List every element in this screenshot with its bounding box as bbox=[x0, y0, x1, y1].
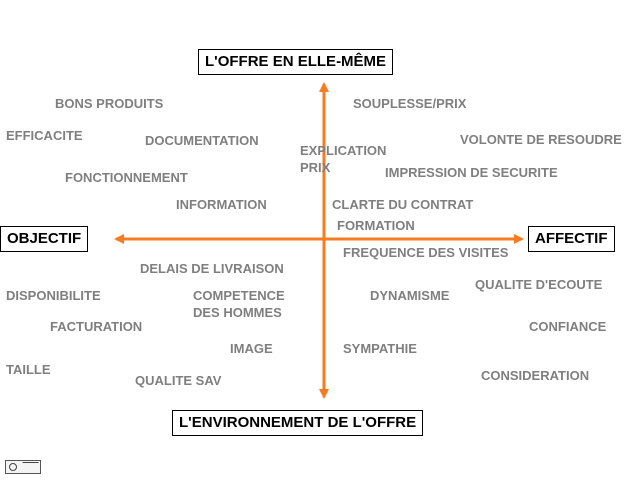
term-disponibilite: DISPONIBILITE bbox=[6, 288, 101, 303]
axis-label-right: AFFECTIF bbox=[528, 226, 615, 252]
term-volonte-de-resoudre: VOLONTE DE RESOUDRE bbox=[460, 132, 622, 147]
term-competence-line-1: COMPETENCE bbox=[193, 288, 285, 303]
term-bons-produits: BONS PRODUITS bbox=[55, 96, 164, 111]
pen-icon bbox=[9, 463, 17, 471]
arrow-icon bbox=[17, 462, 39, 472]
term-efficacite: EFFICACITE bbox=[6, 128, 83, 143]
term-confiance: CONFIANCE bbox=[529, 319, 607, 334]
term-explication-prix: EXPLICATION PRIX bbox=[300, 142, 386, 176]
axis-label-top: L'OFFRE EN ELLE-MÊME bbox=[198, 49, 394, 75]
term-competence-line-2: DES HOMMES bbox=[193, 305, 282, 320]
term-explication-line-1: EXPLICATION bbox=[300, 143, 387, 158]
term-competence-des-hommes: COMPETENCE DES HOMMES bbox=[193, 287, 285, 321]
term-delais-de-livraison: DELAIS DE LIVRAISON bbox=[140, 261, 284, 276]
term-sympathie: SYMPATHIE bbox=[343, 341, 417, 356]
term-clarte-du-contrat: CLARTE DU CONTRAT bbox=[332, 197, 474, 212]
term-image: IMAGE bbox=[230, 341, 273, 356]
term-taille: TAILLE bbox=[6, 362, 51, 377]
term-dynamisme: DYNAMISME bbox=[370, 288, 450, 303]
term-explication-line-2: PRIX bbox=[300, 160, 331, 175]
term-consideration: CONSIDERATION bbox=[481, 368, 590, 383]
term-fonctionnement: FONCTIONNEMENT bbox=[65, 170, 188, 185]
term-information: INFORMATION bbox=[176, 197, 267, 212]
slide-navigation-icon[interactable] bbox=[5, 460, 41, 474]
term-impression-de-securite: IMPRESSION DE SECURITE bbox=[385, 165, 558, 180]
axis-label-bottom: L'ENVIRONNEMENT DE L'OFFRE bbox=[172, 410, 424, 436]
term-frequence-des-visites: FREQUENCE DES VISITES bbox=[343, 245, 509, 260]
term-souplesse-prix: SOUPLESSE/PRIX bbox=[353, 96, 467, 111]
term-qualite-d-ecoute: QUALITE D'ECOUTE bbox=[475, 277, 603, 292]
term-facturation: FACTURATION bbox=[50, 319, 143, 334]
term-documentation: DOCUMENTATION bbox=[145, 133, 259, 148]
term-qualite-sav: QUALITE SAV bbox=[135, 373, 222, 388]
term-formation: FORMATION bbox=[337, 218, 415, 233]
axis-label-left: OBJECTIF bbox=[0, 226, 89, 252]
